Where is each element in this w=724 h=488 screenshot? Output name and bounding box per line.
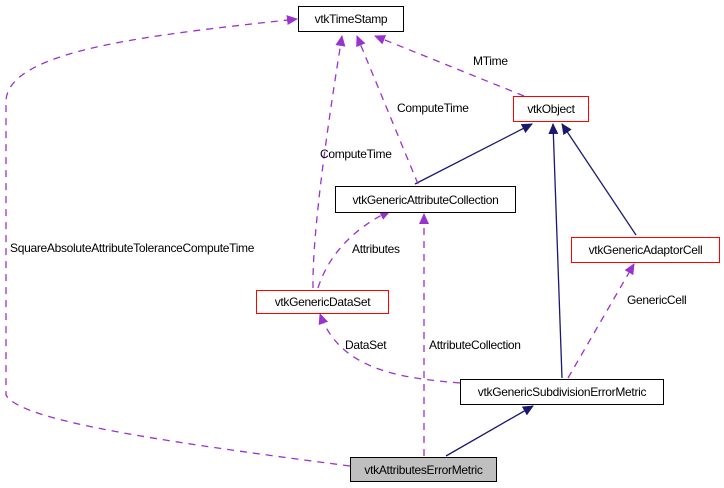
- edge-label-compute-time-dataset: ComputeTime: [320, 147, 392, 161]
- node-vtk-object[interactable]: vtkObject: [513, 96, 589, 122]
- edge-subdivision-to-object: [548, 123, 563, 379]
- edge-attributes-to-subdivision: [445, 405, 534, 457]
- node-vtk-generic-attribute-collection[interactable]: vtkGenericAttributeCollection: [335, 186, 516, 213]
- node-vtk-generic-adaptor-cell[interactable]: vtkGenericAdaptorCell: [571, 237, 720, 263]
- edge-label-compute-time-collection: ComputeTime: [397, 101, 469, 115]
- edge-dataset-to-collection-attributes: [317, 210, 391, 289]
- edge-label-generic-cell: GenericCell: [627, 293, 687, 307]
- edge-dataset-to-timestamp-computetime: [312, 35, 346, 289]
- edge-collection-to-object: [414, 123, 533, 185]
- edge-label-mtime: MTime: [473, 54, 508, 68]
- edge-label-attribute-collection: AttributeCollection: [429, 338, 521, 352]
- edge-label-attributes: Attributes: [352, 242, 400, 256]
- node-label: vtkGenericAttributeCollection: [352, 192, 499, 207]
- node-vtk-generic-data-set[interactable]: vtkGenericDataSet: [256, 290, 389, 314]
- node-label: vtkGenericSubdivisionErrorMetric: [477, 385, 647, 399]
- node-vtk-attributes-error-metric[interactable]: vtkAttributesErrorMetric: [350, 457, 497, 482]
- node-vtk-generic-subdivision-error-metric[interactable]: vtkGenericSubdivisionErrorMetric: [460, 379, 664, 405]
- node-label: vtkGenericDataSet: [274, 295, 371, 309]
- node-vtk-time-stamp[interactable]: vtkTimeStamp: [298, 6, 404, 32]
- edge-label-dataset: DataSet: [345, 338, 387, 352]
- edge-subdivision-to-dataset: [318, 313, 461, 384]
- edge-object-to-timestamp-mtime: [374, 35, 525, 97]
- node-label: vtkAttributesErrorMetric: [364, 462, 483, 477]
- edge-collection-to-timestamp-computetime: [356, 35, 419, 185]
- node-label: vtkObject: [527, 102, 575, 116]
- edge-subdivision-to-adaptorcell-genericcell: [567, 263, 635, 379]
- node-label: vtkTimeStamp: [314, 12, 388, 26]
- node-label: vtkGenericAdaptorCell: [588, 243, 703, 257]
- edge-label-square-tolerance: SquareAbsoluteAttributeToleranceComputeT…: [10, 241, 255, 255]
- edge-adaptorcell-to-object: [561, 123, 637, 236]
- edge-attributes-to-timestamp-square: [5, 15, 351, 467]
